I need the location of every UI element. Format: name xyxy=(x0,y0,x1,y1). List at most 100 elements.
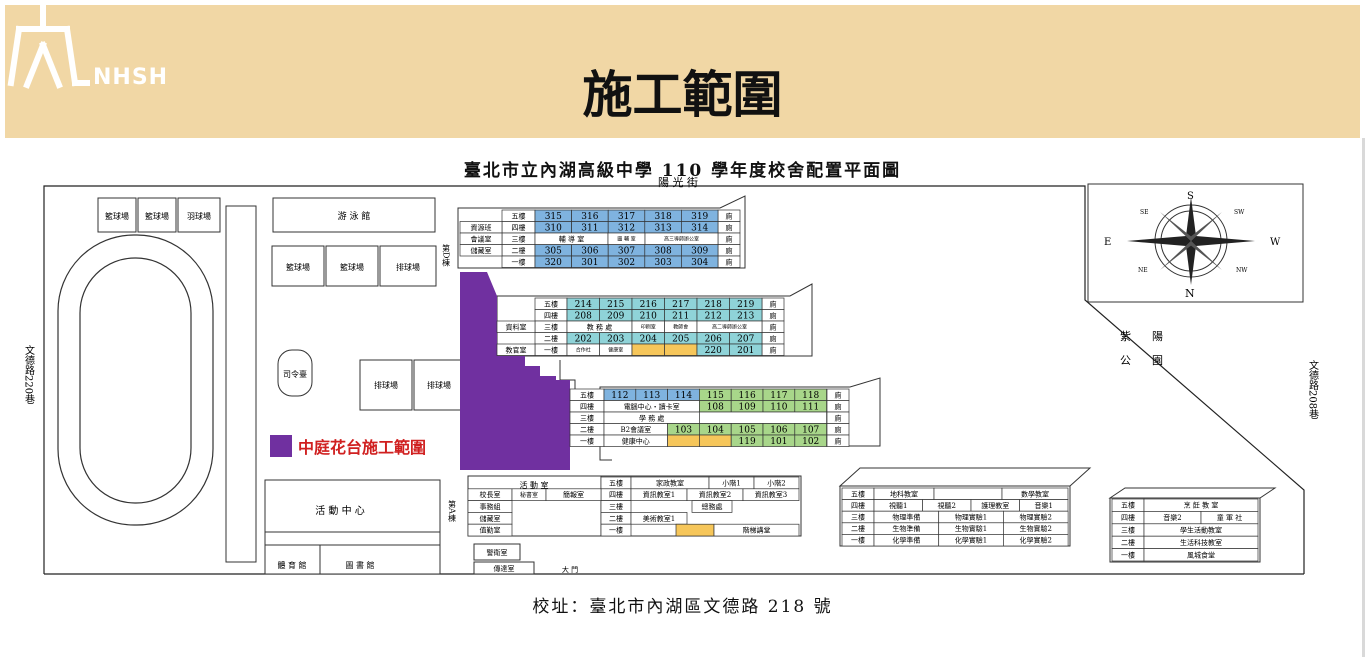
floor-100-f5: 五樓 xyxy=(580,390,594,399)
floor-100-f3: 三樓 xyxy=(580,413,594,422)
school-logo: NHSH xyxy=(5,4,195,105)
room-317: 317 xyxy=(618,212,635,222)
floor-300-f4: 四樓 xyxy=(512,223,526,232)
room-214: 214 xyxy=(575,300,592,310)
floor-east-0: 五樓 xyxy=(1121,501,1135,510)
room-115: 115 xyxy=(707,391,724,401)
room-200-f3-3-cell xyxy=(696,320,763,333)
room-a-f3-1-cell xyxy=(691,500,733,513)
guard-room xyxy=(473,543,521,561)
volleyball-court-1: 排球場 xyxy=(396,262,420,272)
room-300-left-2: 儲藏室 xyxy=(471,246,492,255)
room-109: 109 xyxy=(739,402,756,412)
room-108: 108 xyxy=(707,402,724,412)
room-117: 117 xyxy=(770,391,787,401)
basketball-court-1: 籃球場 xyxy=(105,211,129,221)
room-lab-f1-2-cell xyxy=(1003,534,1069,547)
toilet-200-f4: 廁 xyxy=(770,311,777,320)
street-right: 文德路208巷 xyxy=(1307,359,1319,419)
courts-middle: 籃球場 籃球場 排球場 xyxy=(271,245,437,287)
toilet-100-f3: 廁 xyxy=(835,413,842,422)
room-103: 103 xyxy=(675,425,692,435)
room-104: 104 xyxy=(707,425,724,435)
room-a-f1-1: 階梯講堂 xyxy=(743,526,771,535)
room-309: 309 xyxy=(691,246,708,256)
room-308: 308 xyxy=(655,246,672,256)
room-315: 315 xyxy=(545,212,562,222)
room-303: 303 xyxy=(655,258,672,268)
room-113: 113 xyxy=(643,391,660,401)
floor-lab-3: 二樓 xyxy=(851,524,865,533)
room-105: 105 xyxy=(739,425,756,435)
building-d-label: 第D棟 xyxy=(442,243,451,267)
floor-300-f5: 五樓 xyxy=(512,211,526,220)
room-a-f4-5-cell xyxy=(742,488,800,501)
floor-300-f3: 三樓 xyxy=(512,234,526,243)
room-208: 208 xyxy=(575,311,592,321)
floor-a-4-cell xyxy=(600,523,632,537)
room-216: 216 xyxy=(640,300,657,310)
street-top: 陽 光 街 xyxy=(658,175,698,189)
building-lab-roof xyxy=(838,467,1092,487)
floor-east-2: 三樓 xyxy=(1121,526,1135,535)
floor-lab-1: 四樓 xyxy=(851,501,865,510)
park-char-2: 陽 xyxy=(1152,330,1163,343)
room-200-f1-y1-cell xyxy=(631,343,665,356)
room-lab-f1-1: 化學實驗1 xyxy=(955,536,987,545)
activity-center-label: 活 動 中 心 xyxy=(315,504,365,517)
room-100-f1-0: 健康中心 xyxy=(622,436,650,445)
room-200-left-0: 資料室 xyxy=(506,322,527,331)
room-207: 207 xyxy=(737,334,754,344)
floor-lab-2: 三樓 xyxy=(851,513,865,522)
park-char-4: 園 xyxy=(1152,354,1163,367)
compass-w: W xyxy=(1270,237,1281,248)
compass-e: E xyxy=(1104,237,1111,248)
room-a-f4-2-cell xyxy=(545,488,602,501)
floor-lab-4: 一樓 xyxy=(851,536,865,545)
room-211: 211 xyxy=(672,311,689,321)
room-a-f3-1: 總務處 xyxy=(702,502,723,511)
room-100-f3-1-cell xyxy=(699,411,827,424)
building-a-label: 第A棟 xyxy=(448,499,457,523)
site-boundary xyxy=(43,185,1305,574)
room-210: 210 xyxy=(640,311,657,321)
room-a-f1-0: 值勤室 xyxy=(480,526,501,535)
page-title: 施工範圍 xyxy=(582,66,783,124)
room-lab-f4-1: 視聽2 xyxy=(938,501,956,510)
right-border xyxy=(1362,138,1365,657)
room-209: 209 xyxy=(607,311,624,321)
room-lab-f1-0: 化學準備 xyxy=(892,536,920,545)
room-a-f4-1: 秘書室 xyxy=(520,491,538,499)
room-east-f1-cell xyxy=(1143,548,1259,562)
room-lab-f1-2: 化學實驗2 xyxy=(1020,536,1052,545)
floor-a-1: 四樓 xyxy=(609,490,623,499)
floor-a-4: 一樓 xyxy=(609,526,623,535)
map-title: 臺北市立內湖高級中學 110 學年度校舍配置平面圖 xyxy=(463,161,902,181)
room-300-f3-0: 輔 導 室 xyxy=(559,234,584,243)
floor-200-f3: 三樓 xyxy=(544,322,558,331)
room-east-f4-1: 童 軍 社 xyxy=(1217,513,1242,522)
room-314: 314 xyxy=(691,223,708,233)
room-110: 110 xyxy=(770,402,787,412)
room-302: 302 xyxy=(618,258,635,268)
floor-a-3: 二樓 xyxy=(609,514,623,523)
room-304-cell xyxy=(681,255,719,268)
toilet-100-f2: 廁 xyxy=(835,425,842,434)
floor-lab-0: 五樓 xyxy=(851,489,865,498)
compass-ne: NE xyxy=(1138,267,1148,274)
floor-100-f2: 二樓 xyxy=(580,425,594,434)
room-102-cell xyxy=(794,434,827,447)
room-lab-f2-0: 生物準備 xyxy=(892,524,920,533)
toilet-300-f2: 廁 xyxy=(726,246,733,255)
room-east-f3: 學生活動教室 xyxy=(1180,526,1222,535)
basketball-court-4: 籃球場 xyxy=(340,262,364,272)
header-banner: NHSH 施工範圍 xyxy=(5,4,1360,138)
room-lab-f3-1: 物理實驗1 xyxy=(955,513,987,522)
courts-top-left: 籃球場 籃球場 羽球場 xyxy=(97,197,221,233)
podium xyxy=(277,349,313,397)
room-a-f4-5: 資訊教室3 xyxy=(755,490,787,499)
room-204: 204 xyxy=(640,334,657,344)
room-310: 310 xyxy=(545,223,562,233)
park-char-1: 紫 xyxy=(1120,330,1131,343)
gym-label: 體 育 館 xyxy=(277,560,306,570)
